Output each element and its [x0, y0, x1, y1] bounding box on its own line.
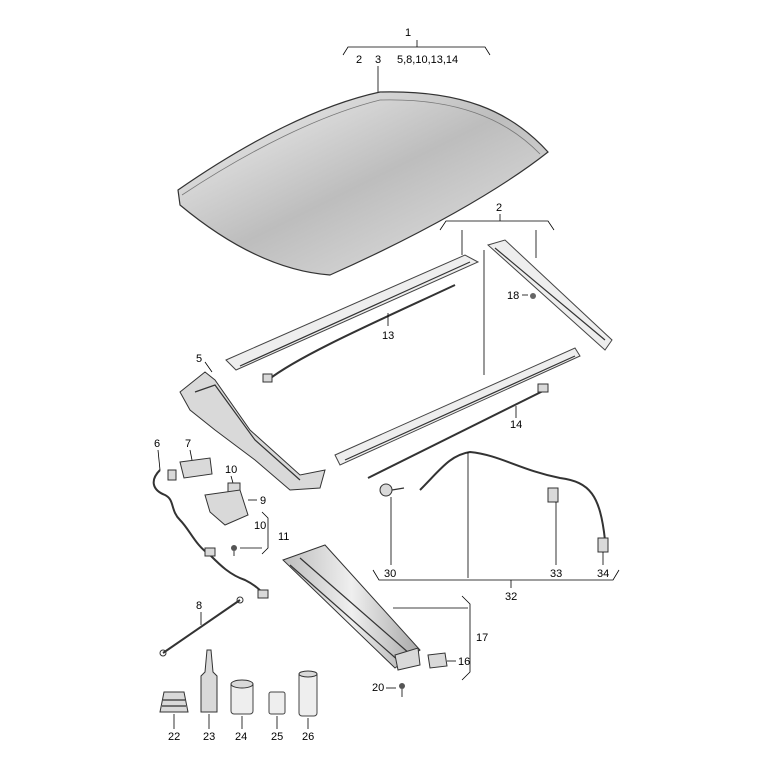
drain-hose-group: 30 33 34 32 [372, 450, 620, 603]
motor-9: 10 9 [204, 464, 266, 526]
callout-24: 24 [235, 731, 247, 743]
callout-23: 23 [203, 731, 215, 743]
cable-8: 8 [159, 596, 244, 657]
callout-11: 11 [278, 531, 289, 543]
callout-17: 17 [476, 632, 488, 644]
callout-16: 16 [458, 656, 470, 668]
consumable-23: 23 [200, 649, 218, 743]
callout-26: 26 [302, 731, 314, 743]
callout-5: 5 [196, 353, 202, 365]
callout-1: 1 [405, 27, 411, 39]
callout-13: 13 [382, 330, 394, 342]
seal-strip-13: 13 [262, 284, 456, 383]
consumable-26: 26 [298, 670, 318, 743]
leader-5 [204, 361, 213, 373]
callout-10-top: 10 [225, 464, 237, 476]
callout-20: 20 [372, 682, 384, 694]
callout-33: 33 [550, 568, 562, 580]
sun-blind-17: 17 16 20 [282, 544, 488, 697]
consumable-24: 24 [230, 679, 254, 743]
leader-10-top [230, 475, 234, 484]
leader-7 [189, 449, 193, 461]
callout-group-1: 1 2 3 5,8,10,13,14 [342, 27, 491, 92]
callout-9: 9 [260, 495, 266, 507]
bracket-32 [372, 569, 620, 581]
leader-6 [157, 449, 161, 471]
callout-8: 8 [196, 600, 202, 612]
bracket-17 [461, 595, 471, 681]
roof-glass-panel [177, 91, 549, 276]
callout-18: 18 [507, 290, 519, 302]
callout-30: 30 [384, 568, 396, 580]
callout-25: 25 [271, 731, 283, 743]
sunroof-frame-5: 5 [179, 353, 326, 491]
callout-group-2: 2 [439, 202, 555, 375]
callout-group-10-11: 10 11 [231, 511, 289, 556]
consumable-22: 22 [159, 691, 189, 743]
callout-6: 6 [154, 438, 160, 450]
callout-7: 7 [185, 438, 191, 450]
callout-1-sub-rest: 5,8,10,13,14 [397, 54, 458, 66]
callout-14: 14 [510, 419, 522, 431]
callout-1-sub-3: 3 [375, 54, 381, 66]
rear-rail-right: 18 [486, 239, 613, 351]
callout-2: 2 [496, 202, 502, 214]
bracket-11 [261, 511, 269, 555]
bracket-1 [342, 46, 491, 56]
callout-32: 32 [505, 591, 517, 603]
callout-10-bottom: 10 [254, 520, 266, 532]
callout-1-sub-2: 2 [356, 54, 362, 66]
guide-rail-right [334, 347, 581, 466]
callout-22: 22 [168, 731, 180, 743]
wiring-harness-6: 6 [152, 438, 269, 599]
callout-34: 34 [597, 568, 609, 580]
bracket-2 [439, 220, 555, 231]
part-7: 7 [179, 438, 213, 479]
front-rail-left [225, 254, 480, 371]
seal-strip-14: 14 [367, 383, 549, 479]
consumable-25: 25 [268, 691, 286, 743]
